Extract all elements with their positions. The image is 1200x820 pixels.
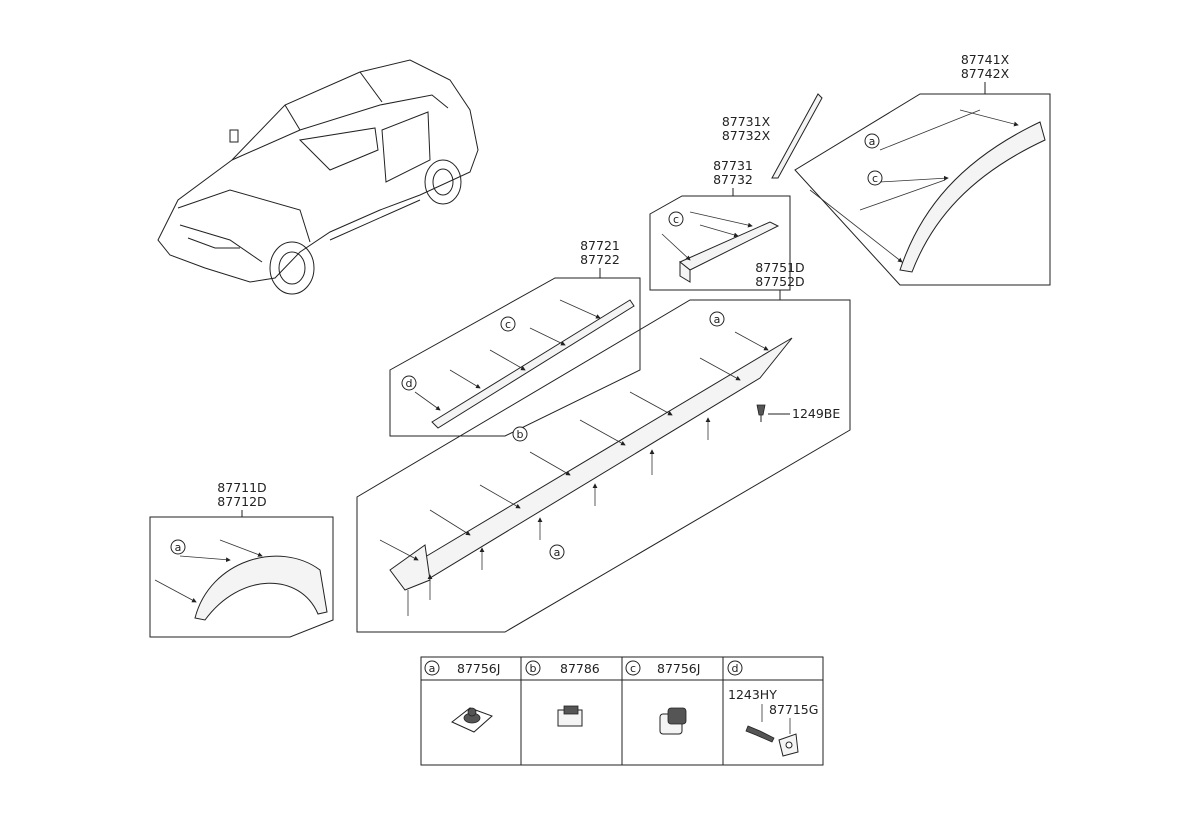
letter-a: a (554, 546, 561, 559)
legend-part-c: 87756J (657, 661, 700, 676)
label-87752d: 87752D (755, 274, 804, 289)
label-87731: 87731 (713, 158, 753, 173)
legend-part-a: 87756J (457, 661, 500, 676)
label-87711d: 87711D (217, 480, 266, 495)
letter-d: d (406, 377, 413, 390)
group-87711d: 87711D 87712D a (149, 480, 334, 638)
letter-c: c (505, 318, 511, 331)
label-87732x: 87732X (722, 128, 771, 143)
group-87731x: 87731X 87732X (722, 93, 823, 179)
legend-letter-b: b (530, 662, 537, 675)
label-87732: 87732 (713, 172, 753, 187)
group-87721: 87721 87722 c d (389, 238, 641, 437)
fastener-legend-table: a 87756J b 87786 c 87756J d 1243HY 87715… (420, 656, 824, 766)
letter-c: c (673, 213, 679, 226)
legend-letter-d: d (732, 662, 739, 675)
letter-a: a (714, 313, 721, 326)
label-87741x: 87741X (961, 52, 1010, 67)
letter-a: a (175, 541, 182, 554)
letter-c: c (872, 172, 878, 185)
group-87751d: 87751D 87752D a b a (356, 260, 851, 633)
legend-part-b: 87786 (560, 661, 600, 676)
clip-87756j-icon (451, 707, 493, 733)
letter-a: a (869, 135, 876, 148)
legend-letter-c: c (630, 662, 636, 675)
group-87741x: 87741X 87742X a c (794, 52, 1051, 286)
group-87731: 87731 87732 c (649, 158, 791, 291)
label-87751d: 87751D (755, 260, 804, 275)
label-87731x: 87731X (722, 114, 771, 129)
legend-part-87715g: 87715G (769, 702, 818, 717)
vehicle-illustration (157, 59, 479, 295)
letter-b: b (517, 428, 524, 441)
clip-87756j-c-icon (659, 707, 687, 735)
label-87721: 87721 (580, 238, 620, 253)
label-87742x: 87742X (961, 66, 1010, 81)
clip-87786-icon (557, 705, 583, 727)
legend-part-1243hy: 1243HY (728, 687, 777, 702)
legend-letter-a: a (429, 662, 436, 675)
screw-1243hy-icon (745, 725, 775, 743)
label-87722: 87722 (580, 252, 620, 267)
label-1249be: 1249BE (792, 406, 840, 421)
screw-1249be (756, 404, 790, 422)
nut-87715g-icon (778, 733, 799, 757)
label-87712d: 87712D (217, 494, 266, 509)
